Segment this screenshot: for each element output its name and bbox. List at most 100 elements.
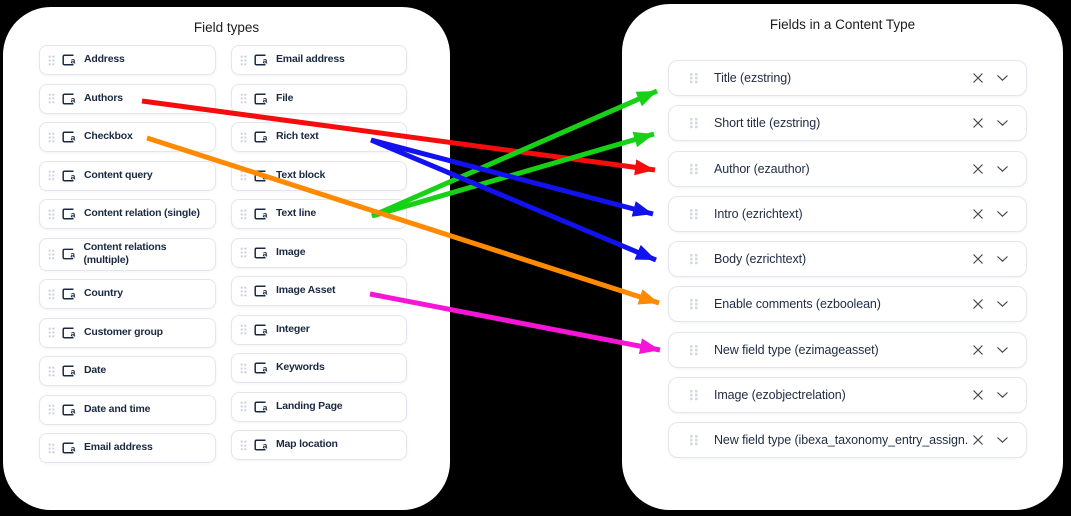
field-type-item[interactable]: a Keywords — [231, 353, 407, 383]
field-type-icon: a — [62, 248, 75, 260]
content-type-field-list: Title (ezstring) Short title (ezstring) — [668, 60, 1027, 459]
field-type-label: Email address — [84, 441, 153, 454]
content-type-field-row[interactable]: New field type (ibexa_taxonomy_entry_ass… — [668, 422, 1027, 459]
remove-field-button[interactable] — [968, 430, 988, 450]
field-type-item[interactable]: a Text line — [231, 199, 407, 229]
field-type-item[interactable]: a Content relations (multiple) — [39, 237, 216, 271]
remove-field-button[interactable] — [968, 204, 988, 224]
field-type-label: Date — [84, 364, 106, 377]
remove-field-button[interactable] — [968, 249, 988, 269]
chevron-down-icon — [996, 75, 1008, 82]
content-field-label: Intro (ezrichtext) — [714, 206, 803, 221]
field-type-item[interactable]: a Address — [39, 45, 216, 75]
field-type-item[interactable]: a Date — [39, 356, 216, 387]
field-type-item[interactable]: a Integer — [231, 314, 407, 345]
field-type-item[interactable]: a Customer group — [39, 317, 216, 348]
drag-handle-icon — [240, 324, 247, 335]
content-field-label: Title (ezstring) — [714, 71, 792, 85]
field-type-item[interactable]: a Authors — [39, 83, 216, 114]
content-type-field-row[interactable]: Title (ezstring) — [668, 60, 1027, 96]
chevron-down-icon — [996, 301, 1008, 308]
field-type-item[interactable]: a Content query — [39, 160, 216, 191]
content-type-field-row[interactable]: Short title (ezstring) — [668, 105, 1027, 142]
field-type-icon: a — [62, 208, 76, 220]
close-icon — [973, 73, 983, 83]
field-type-item[interactable]: a File — [231, 83, 407, 114]
content-type-field-row[interactable]: Enable comments (ezboolean) — [668, 286, 1027, 323]
field-type-item[interactable]: a Text block — [231, 160, 407, 191]
content-type-field-row[interactable]: Image (ezobjectrelation) — [668, 377, 1027, 414]
content-field-label: Author (ezauthor) — [714, 161, 810, 176]
expand-field-button[interactable] — [992, 204, 1012, 224]
drag-handle-icon — [240, 286, 247, 296]
drag-handle-icon — [690, 208, 698, 220]
content-type-field-row[interactable]: Author (ezauthor) — [668, 150, 1027, 187]
drag-handle-icon — [48, 327, 55, 338]
svg-text:a: a — [71, 133, 76, 143]
field-type-column: a Address a Authors a — [39, 45, 216, 464]
close-icon — [973, 299, 983, 310]
expand-field-button[interactable] — [992, 159, 1012, 179]
field-type-label: Image Asset — [276, 284, 336, 297]
field-types-columns: a Address a Authors a — [3, 45, 450, 464]
field-type-icon: a — [254, 323, 268, 335]
content-type-field-row[interactable]: Body (ezrichtext) — [668, 241, 1027, 278]
drag-handle-icon — [48, 170, 55, 181]
svg-text:a: a — [263, 133, 268, 143]
field-type-item[interactable]: a Landing Page — [231, 391, 407, 422]
field-type-icon: a — [254, 92, 268, 104]
field-type-label: Content relation (single) — [84, 207, 200, 220]
field-type-icon: a — [62, 365, 76, 377]
expand-field-button[interactable] — [992, 68, 1012, 88]
field-type-item[interactable]: a Content relation (single) — [39, 199, 216, 229]
remove-field-button[interactable] — [968, 68, 988, 88]
field-type-item[interactable]: a Image — [231, 237, 407, 268]
svg-text:a: a — [263, 364, 268, 374]
svg-text:a: a — [263, 248, 268, 258]
content-field-label: New field type (ezimageasset) — [714, 342, 879, 357]
close-icon — [973, 254, 983, 265]
remove-field-button[interactable] — [968, 385, 988, 405]
svg-text:a: a — [263, 441, 268, 451]
expand-field-button[interactable] — [992, 113, 1012, 133]
drag-handle-icon — [240, 170, 247, 181]
expand-field-button[interactable] — [992, 430, 1012, 450]
field-type-icon: a — [62, 442, 76, 454]
close-icon — [973, 344, 983, 355]
field-type-label: Address — [84, 53, 125, 66]
expand-field-button[interactable] — [992, 294, 1012, 314]
drag-handle-icon — [48, 443, 55, 454]
field-type-label: Email address — [276, 53, 345, 66]
drag-handle-icon — [690, 73, 698, 84]
chevron-down-icon — [996, 346, 1008, 353]
expand-field-button[interactable] — [992, 340, 1012, 360]
field-type-icon: a — [254, 362, 268, 374]
drag-handle-icon — [690, 118, 698, 129]
field-type-item[interactable]: a Checkbox — [39, 122, 216, 152]
remove-field-button[interactable] — [968, 159, 988, 179]
svg-text:a: a — [71, 94, 76, 104]
svg-text:a: a — [70, 251, 75, 260]
field-type-item[interactable]: a Email address — [231, 45, 407, 75]
field-types-panel: Field types a Address a — [3, 7, 450, 510]
remove-field-button[interactable] — [968, 113, 988, 133]
field-type-item[interactable]: a Image Asset — [231, 276, 407, 306]
field-type-item[interactable]: a Date and time — [39, 394, 216, 425]
svg-text:a: a — [263, 171, 268, 181]
field-type-icon: a — [254, 208, 268, 220]
drag-handle-icon — [48, 249, 55, 259]
content-type-field-row[interactable]: New field type (ezimageasset) — [668, 331, 1027, 368]
remove-field-button[interactable] — [968, 294, 988, 314]
expand-field-button[interactable] — [992, 249, 1012, 269]
field-type-item[interactable]: a Map location — [231, 430, 407, 460]
field-type-item[interactable]: a Country — [39, 279, 216, 310]
expand-field-button[interactable] — [992, 385, 1012, 405]
field-type-item[interactable]: a Email address — [39, 433, 216, 464]
field-type-icon: a — [62, 404, 76, 415]
svg-text:a: a — [71, 171, 76, 181]
content-type-field-row[interactable]: Intro (ezrichtext) — [668, 195, 1027, 232]
field-type-item[interactable]: a Rich text — [231, 122, 407, 152]
field-type-icon: a — [254, 54, 268, 66]
chevron-down-icon — [996, 437, 1008, 444]
remove-field-button[interactable] — [968, 340, 988, 360]
